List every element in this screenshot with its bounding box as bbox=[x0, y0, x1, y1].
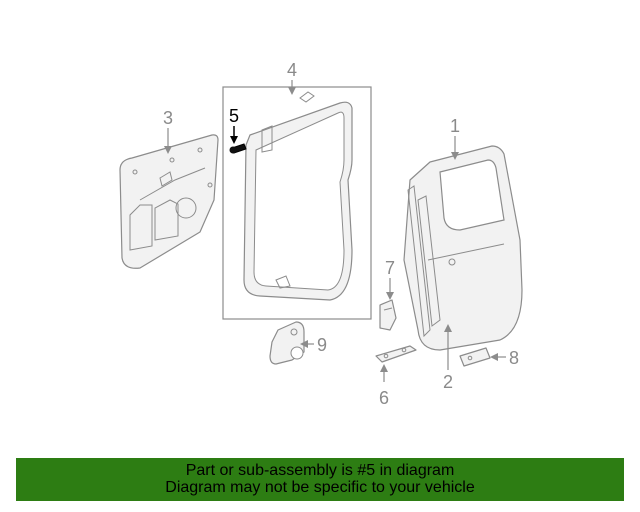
banner-line-2: Diagram may not be specific to your vehi… bbox=[165, 479, 475, 496]
part-7-bracket bbox=[379, 299, 397, 331]
part-4-group-box bbox=[222, 86, 372, 320]
part-1-door-shell bbox=[403, 145, 523, 351]
callout-7: 7 bbox=[385, 258, 395, 278]
callout-4: 4 bbox=[287, 60, 297, 80]
part-5-bolt bbox=[229, 143, 247, 154]
disclaimer-banner: Part or sub-assembly is #5 in diagram Di… bbox=[16, 458, 624, 501]
callout-6: 6 bbox=[379, 388, 389, 408]
callout-8: 8 bbox=[509, 348, 519, 368]
callout-9: 9 bbox=[317, 335, 327, 355]
part-4-weatherstrip bbox=[243, 91, 353, 301]
parts-diagram: 3 4 5 1 2 7 6 bbox=[119, 60, 523, 408]
callout-2: 2 bbox=[443, 372, 453, 392]
banner-line-1: Part or sub-assembly is #5 in diagram bbox=[185, 462, 455, 479]
callout-3: 3 bbox=[163, 108, 173, 128]
callout-1: 1 bbox=[450, 116, 460, 136]
part-3-trim-panel bbox=[119, 134, 219, 269]
part-9-hinge bbox=[269, 321, 305, 365]
part-6-striker bbox=[375, 345, 417, 363]
part-8-hinge bbox=[459, 347, 491, 367]
callout-5: 5 bbox=[229, 106, 239, 126]
